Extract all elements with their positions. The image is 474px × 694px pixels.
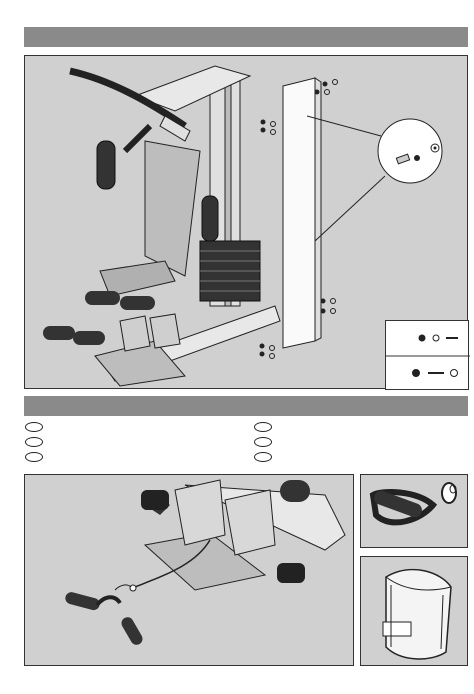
legend-row-2 (412, 369, 458, 377)
foot-plate-cable-panel (24, 474, 354, 666)
language-marker-right-1 (254, 422, 272, 432)
language-marker-left-2 (25, 437, 43, 447)
legend-row-1 (418, 334, 458, 342)
screw-set-top (260, 79, 338, 135)
language-marker-right-2 (254, 437, 272, 447)
rivet-icon (432, 334, 440, 342)
language-marker-right-3 (254, 452, 272, 462)
d-handle-illustration (369, 482, 457, 526)
main-assembly-panel (24, 55, 470, 390)
gym-machine-illustration (43, 65, 443, 387)
parts-legend (385, 320, 470, 390)
cap-nut-icon (412, 369, 420, 377)
handle-detail-panel (360, 474, 468, 548)
section-header-bar-top (24, 27, 468, 47)
ankle-strap-illustration (382, 568, 452, 660)
language-marker-left-1 (25, 422, 43, 432)
section-header-bar-middle (24, 396, 468, 416)
ankle-strap-detail-panel (360, 556, 468, 666)
cap-nut-icon (418, 334, 426, 342)
language-marker-left-3 (25, 452, 43, 462)
screw-set-bottom (259, 298, 336, 359)
foot-plate-illustration (65, 479, 346, 645)
washer-icon (450, 369, 458, 377)
detail-magnifier (306, 115, 443, 242)
weight-stack (199, 240, 261, 302)
side-cover-panel (282, 77, 322, 349)
